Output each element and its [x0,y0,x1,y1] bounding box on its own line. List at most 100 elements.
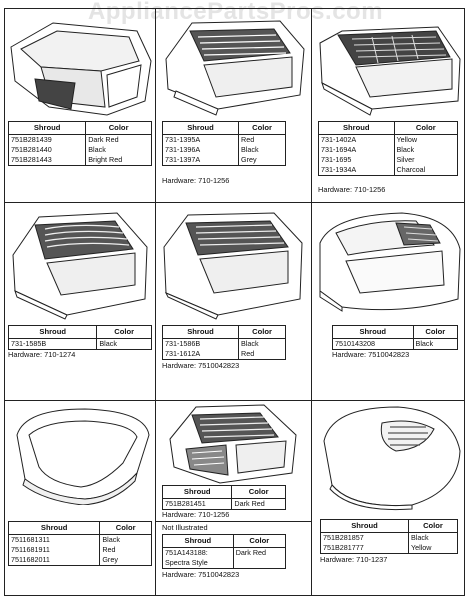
hardware-number: 7510042823 [368,350,410,359]
hardware-number: 7510042823 [198,361,240,370]
part-color: Dark Red [231,498,286,510]
hardware-number: 710-1256 [354,185,386,194]
shroud-illustration [163,212,303,320]
part-color: Bright Red [85,155,152,166]
hardware-line: Hardware: 710-1237 [320,555,387,564]
header-color: Color [232,534,287,548]
not-illustrated-note: Not Illustrated [162,523,208,532]
part-number: 751B281451 [161,498,233,510]
hardware-line: Hardware: 7510042823 [162,570,239,579]
shroud-illustration [12,212,148,320]
shroud-illustration [16,408,150,505]
grid-divider [311,8,312,596]
part-color: Silver [393,155,459,165]
hardware-number: 710-1237 [356,555,388,564]
part-color: Dark Red [232,547,287,558]
part-number: 751B281777 [320,543,409,554]
shroud-illustration [165,20,305,116]
header-shroud: Shroud [318,121,395,135]
shroud-illustration [169,404,297,484]
table-row: Spectra Style [162,558,287,569]
part-number: 7511681311 [7,534,101,545]
shroud-illustration [323,406,461,511]
hardware-label: Hardware: [332,350,367,359]
part-number: 731-1612A [161,349,240,360]
shroud-illustration [10,22,152,116]
part-number: 7511681911 [7,545,101,555]
part-color: Black [85,145,152,155]
part-color [232,558,287,569]
hardware-line: Hardware: 710-1274 [8,350,75,359]
part-color: Grey [99,555,152,566]
shroud-illustration [319,212,461,312]
header-color: Color [393,121,459,135]
part-color: Black [99,534,152,545]
part-number: 751B281857 [320,532,409,543]
part-number: 731-1695 [318,155,395,165]
header-color: Color [96,325,152,339]
grid-divider [155,8,156,596]
header-shroud: Shroud [161,485,233,499]
header-shroud: Shroud [7,121,87,135]
part-number: 731-1402A [318,134,395,145]
part-number: 731-1395A [161,134,240,145]
hardware-label: Hardware: [162,176,197,185]
header-color: Color [412,325,459,339]
part-number: 731-1397A [161,155,240,166]
hardware-number: 710-1256 [198,510,230,519]
part-color: Black [393,145,459,155]
part-number: 751B281439 [7,134,87,145]
hardware-label: Hardware: [318,185,353,194]
header-shroud: Shroud [7,325,98,339]
part-number: 731-1934A [318,165,395,176]
part-number: 7510143208 [332,338,414,350]
part-color: Red [99,545,152,555]
part-color: Black [238,145,286,155]
header-shroud: Shroud [161,325,240,339]
hardware-label: Hardware: [162,361,197,370]
part-color: Red [238,134,286,145]
parts-table: Shroud Color 751A143188:Dark Red Spectra… [162,534,287,569]
hardware-line: Hardware: 7510042823 [332,350,409,359]
part-number: 731-1396A [161,145,240,155]
header-color: Color [231,485,286,499]
hardware-number: 7510042823 [198,570,240,579]
hardware-number: 710-1256 [198,176,230,185]
header-shroud: Shroud [320,519,409,533]
part-color: Grey [238,155,286,166]
part-color: Dark Red [85,134,152,145]
part-number: 751A143188: [162,547,234,558]
part-number: 731-1586B [161,338,240,349]
hardware-label: Hardware: [162,510,197,519]
part-color: Red [238,349,286,360]
